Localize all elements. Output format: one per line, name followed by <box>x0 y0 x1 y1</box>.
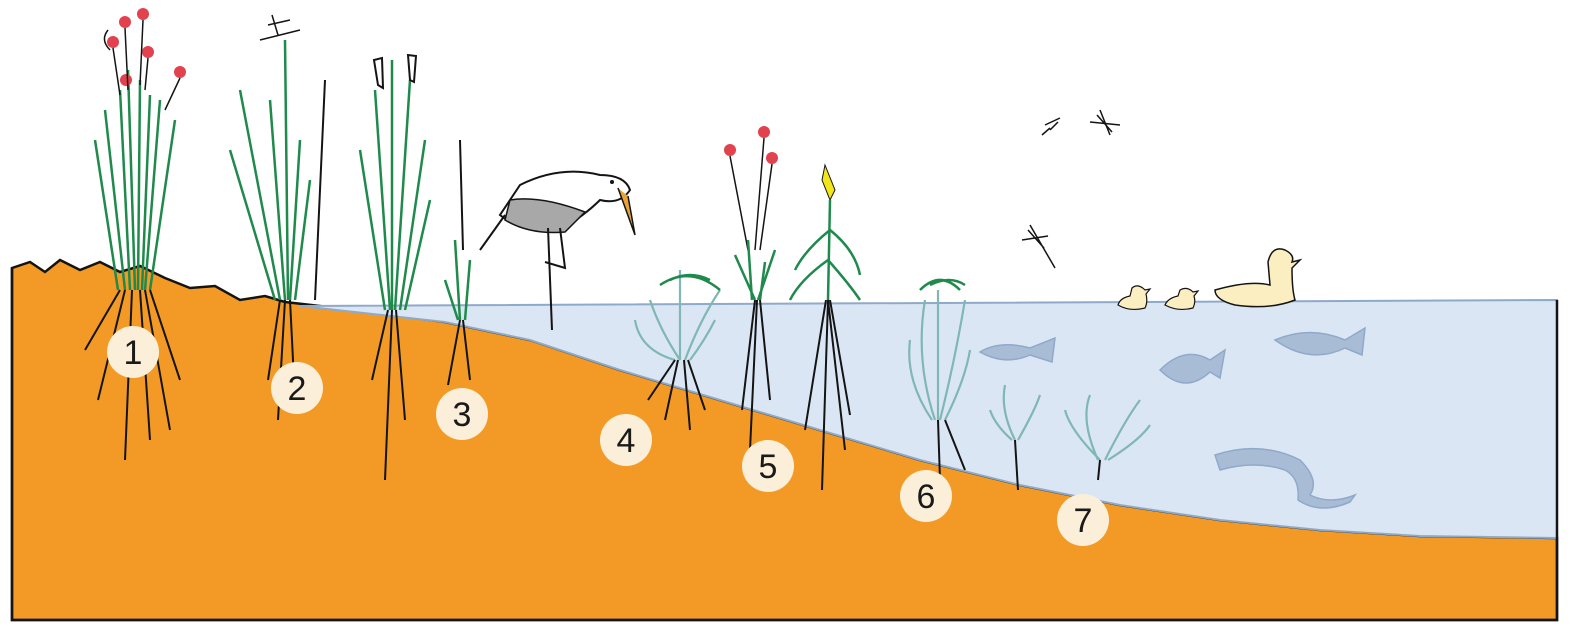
svg-text:3: 3 <box>453 396 472 434</box>
zone-label-7: 7 <box>1057 494 1109 546</box>
svg-text:4: 4 <box>617 422 636 460</box>
dragonfly-icon <box>1022 110 1120 268</box>
svg-text:1: 1 <box>124 334 143 372</box>
zone-label-6: 6 <box>900 470 952 522</box>
duck-icon <box>1215 249 1300 307</box>
zone-label-4: 4 <box>600 414 652 466</box>
svg-text:2: 2 <box>288 370 307 408</box>
svg-text:7: 7 <box>1074 502 1093 540</box>
flower-stems <box>730 138 772 250</box>
zone-label-5: 5 <box>742 440 794 492</box>
flower-stems <box>104 20 180 110</box>
zone-label-2: 2 <box>271 362 323 414</box>
zone-label-1: 1 <box>107 326 159 378</box>
svg-text:5: 5 <box>759 448 778 486</box>
flower-icon <box>724 126 778 164</box>
seed-head <box>260 15 300 40</box>
svg-text:6: 6 <box>917 478 936 516</box>
zone-label-3: 3 <box>436 388 488 440</box>
